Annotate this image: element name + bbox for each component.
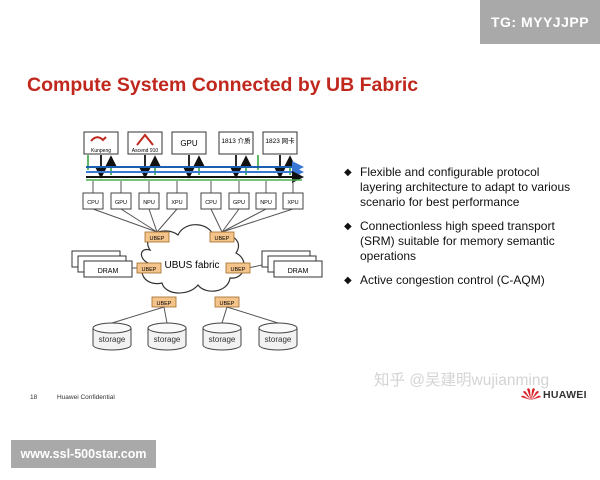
svg-text:NPU: NPU [260,200,272,206]
storage-1: storage [92,322,132,351]
svg-text:storage: storage [154,335,181,344]
bullet-item: ◆ Connectionless high speed transport (S… [344,219,555,263]
horizontal-buses [86,161,304,183]
svg-text:XPU: XPU [171,200,182,206]
storage-4: storage [258,322,298,351]
diamond-bullet-icon: ◆ [344,275,352,286]
svg-text:UBUS fabric: UBUS fabric [164,260,219,271]
page-number: 18 [30,394,38,401]
svg-text:UBEP: UBEP [142,267,157,273]
svg-text:GPU: GPU [180,139,198,148]
svg-text:XPU: XPU [287,200,298,206]
svg-text:UBEP: UBEP [150,236,165,242]
proc-group-left: CPU GPU NPU XPU [82,192,188,210]
ub-fabric-diagram: Kunpeng Ascend 910 GPU 1813 介质 1823 网卡 [71,131,323,351]
svg-text:UBEP: UBEP [220,301,235,307]
bullet-list: ◆ Flexible and configurable protocol lay… [344,165,584,297]
svg-text:1813 介质: 1813 介质 [221,136,251,145]
ubep-bottom-right: UBEP [214,296,240,308]
svg-text:NPU: NPU [143,200,155,206]
svg-text:storage: storage [209,335,236,344]
huawei-flower-icon [521,388,541,400]
chip-kunpeng: Kunpeng [83,131,119,155]
bus-proc-links [92,181,294,193]
diamond-bullet-icon: ◆ [344,221,352,232]
chip-ascend: Ascend 910 [127,131,163,155]
zhihu-watermark: 知乎 @吴建明wujianming [374,372,550,389]
slide-title: Compute System Connected by UB Fabric [27,74,419,96]
svg-text:GPU: GPU [233,200,245,206]
storage-2: storage [147,322,187,351]
chip-gpu: GPU [171,131,207,155]
bullet-item: ◆ Active congestion control (C-AQM) [344,273,545,287]
diamond-bullet-icon: ◆ [344,167,352,178]
svg-text:1823 网卡: 1823 网卡 [265,136,295,145]
svg-text:DRAM: DRAM [288,268,309,275]
huawei-wordmark: HUAWEI [543,389,587,401]
svg-text:CPU: CPU [87,200,99,206]
svg-text:UBEP: UBEP [157,301,172,307]
svg-text:GPU: GPU [115,200,127,206]
telegram-watermark: TG: MYYJJPP [480,0,600,44]
bullet-item: ◆ Flexible and configurable protocol lay… [344,165,571,209]
svg-text:DRAM: DRAM [98,268,119,275]
ubep-top-left: UBEP [144,231,170,243]
svg-text:storage: storage [99,335,126,344]
svg-text:Kunpeng: Kunpeng [91,148,111,154]
ubep-storage-links [111,306,279,324]
confidential-label: Huawei Confidential [57,394,115,401]
dram-stack-right: DRAM [261,250,323,278]
chip-1823: 1823 网卡 [262,131,298,155]
ubep-mid-left: UBEP [136,262,162,274]
chip-1813: 1813 介质 [218,131,254,155]
svg-text:UBEP: UBEP [215,236,230,242]
svg-text:CPU: CPU [205,200,217,206]
site-watermark: www.ssl-500star.com [11,440,156,468]
svg-text:storage: storage [265,335,292,344]
svg-text:Ascend 910: Ascend 910 [132,148,159,154]
ubep-bottom-left: UBEP [151,296,177,308]
svg-text:UBEP: UBEP [231,267,246,273]
proc-ubep-links [92,208,294,233]
dram-stack-left: DRAM [71,250,133,278]
storage-3: storage [202,322,242,351]
proc-group-right: CPU GPU NPU XPU [200,192,304,210]
ubep-mid-right: UBEP [225,262,251,274]
ubep-top-right: UBEP [209,231,235,243]
